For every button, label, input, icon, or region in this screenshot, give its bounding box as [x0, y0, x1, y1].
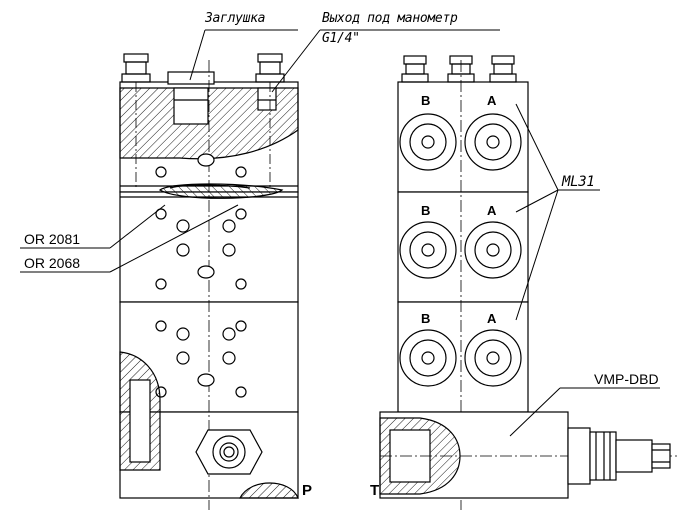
- port-a-label-1: A: [487, 93, 497, 108]
- callout-gauge-thread: G1/4": [322, 31, 360, 46]
- ports-module-2: [399, 221, 522, 279]
- callout-ml31: ML31: [562, 174, 595, 190]
- port-b-label-1: B: [421, 93, 431, 108]
- bolt-left: [121, 53, 151, 190]
- port-b-label-2: B: [421, 203, 431, 218]
- base-fitting: [195, 429, 263, 475]
- callout-oring-2081: OR 2081: [24, 231, 81, 247]
- port-p-label: P: [302, 482, 313, 499]
- port-b-label-3: B: [421, 311, 431, 326]
- port-a-label-3: A: [487, 311, 497, 326]
- callout-oring-2068: OR 2068: [24, 255, 81, 271]
- ports-module-1: [399, 113, 522, 171]
- callout-vmp-dbd: VMP-DBD: [594, 371, 659, 387]
- port-a-label-2: A: [487, 203, 497, 218]
- port-t-label: T: [370, 482, 380, 499]
- left-view: [119, 53, 299, 510]
- callout-plug: Заглушка: [205, 11, 266, 26]
- bolt-right: [255, 53, 285, 190]
- callout-gauge-outlet: Выход под манометр: [322, 11, 458, 26]
- leader-lines: [20, 29, 660, 437]
- right-view: [379, 55, 680, 510]
- ports-module-3: [399, 329, 522, 387]
